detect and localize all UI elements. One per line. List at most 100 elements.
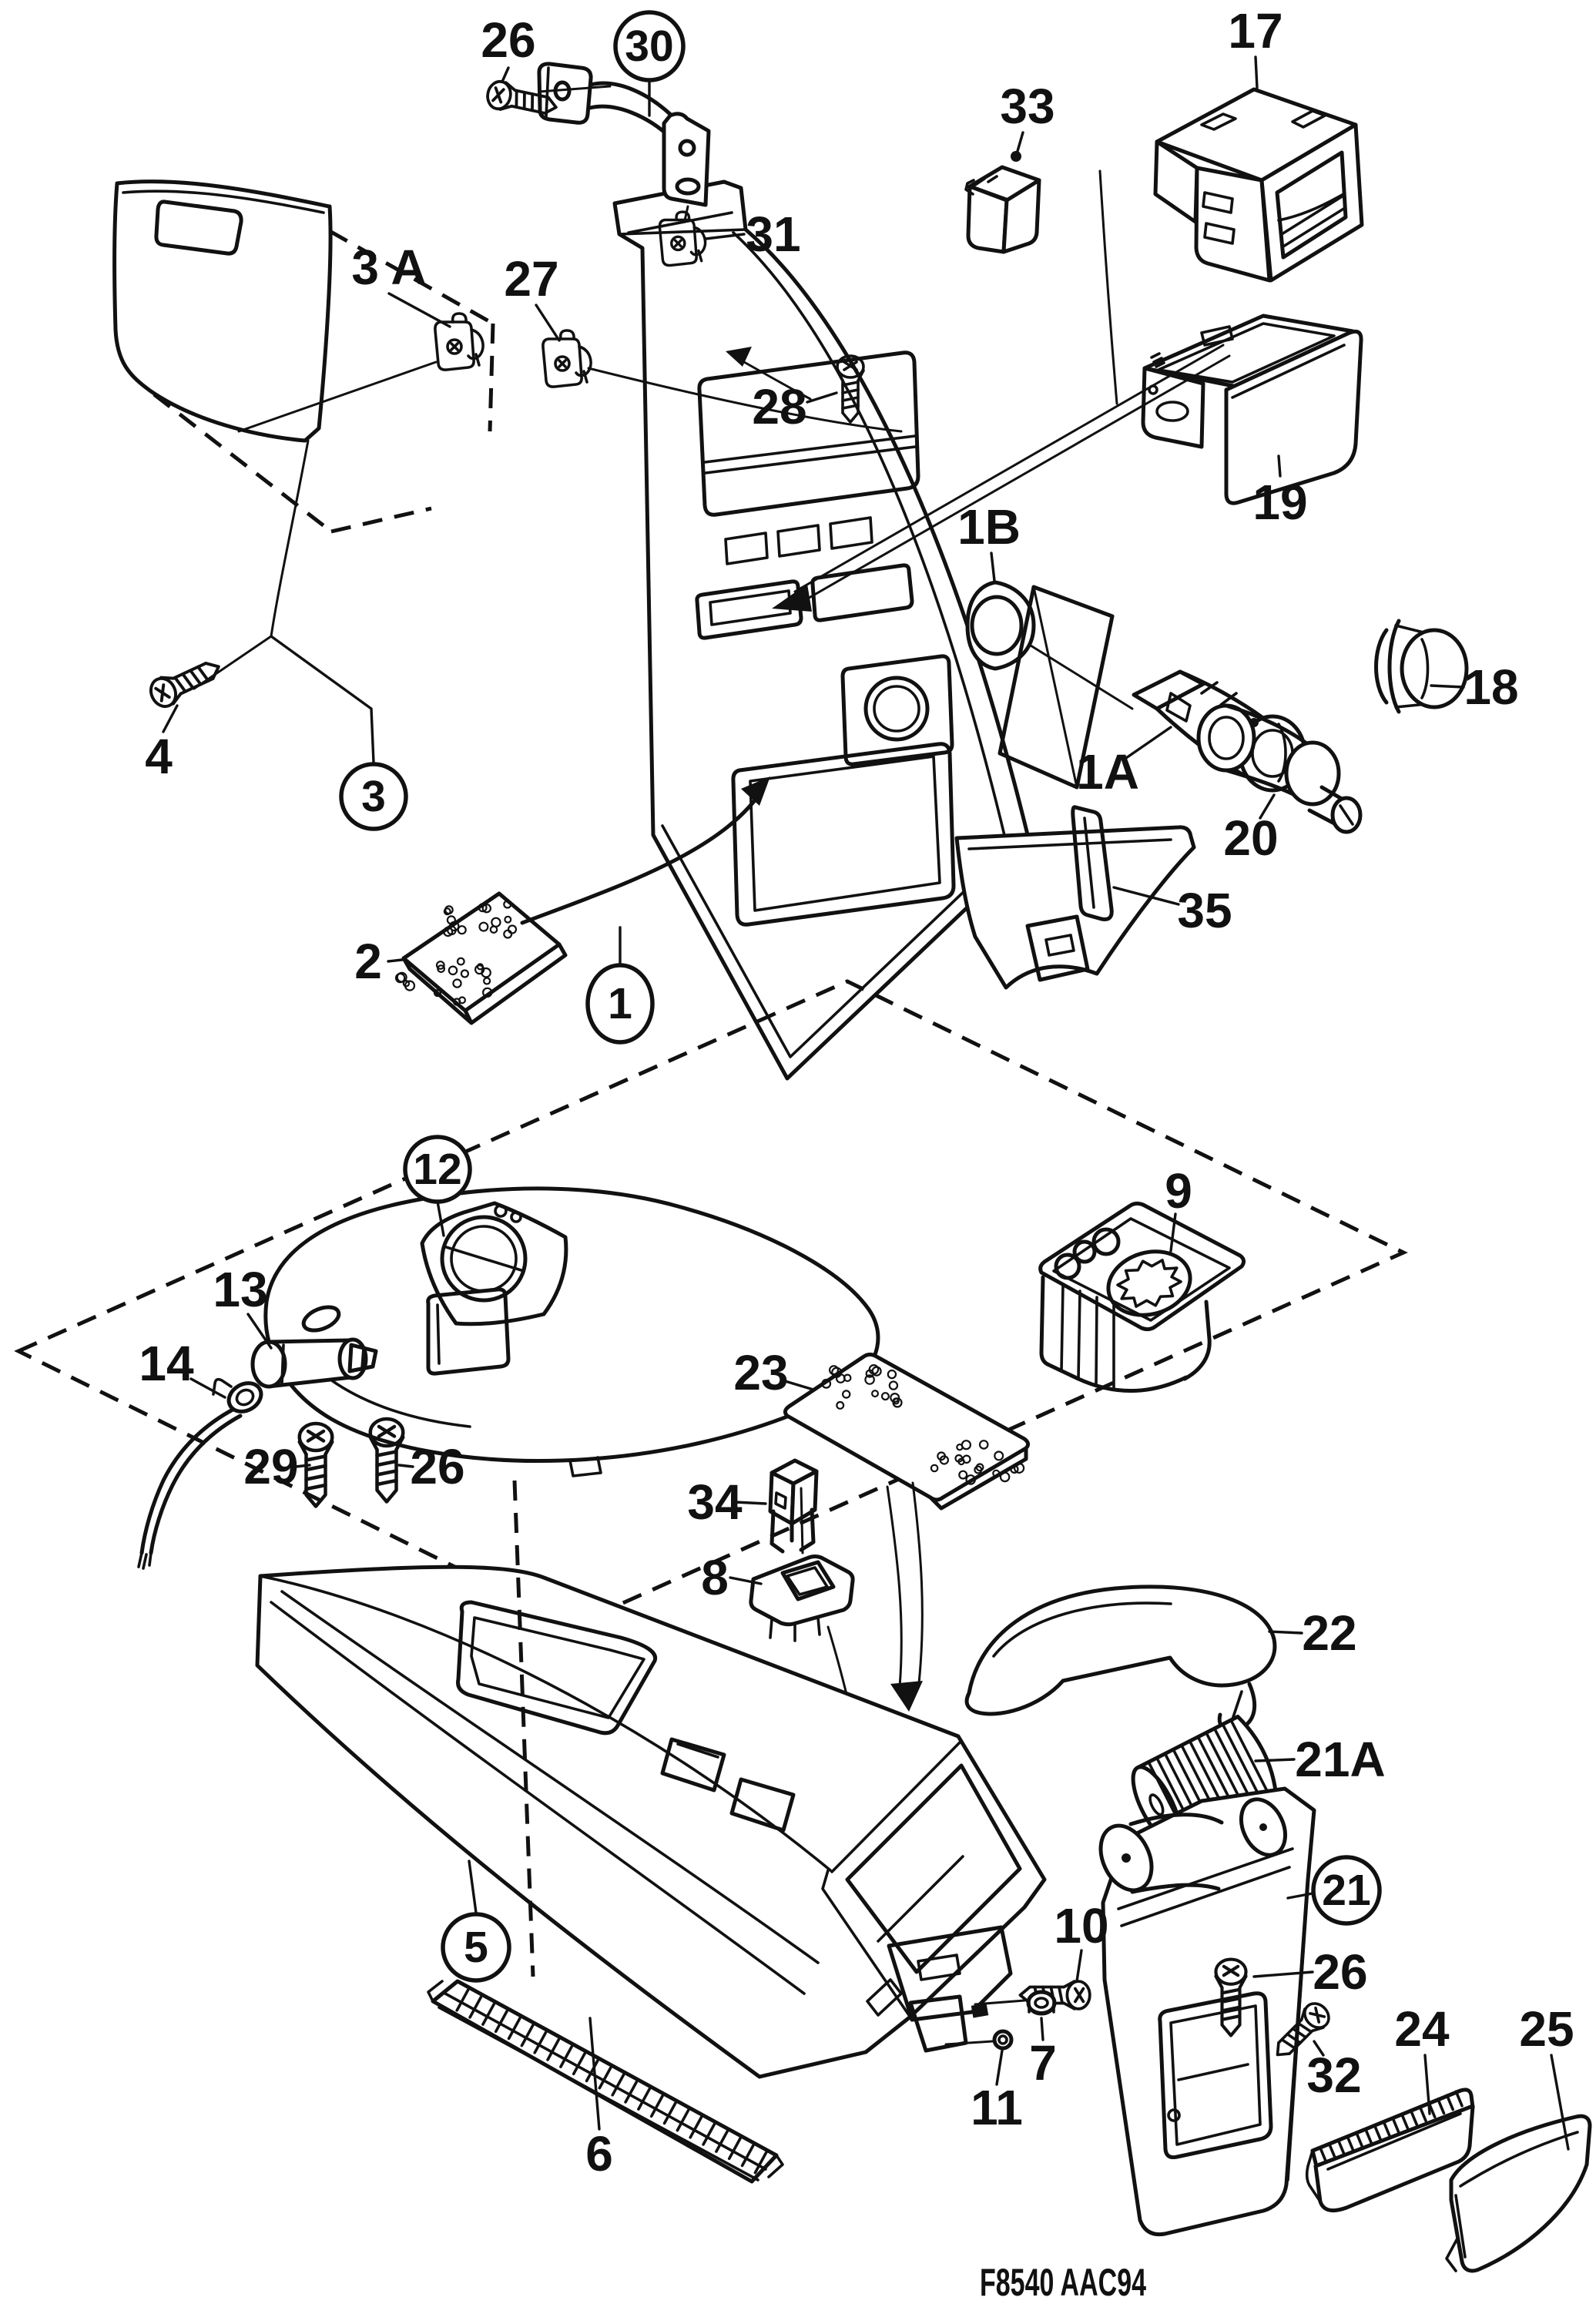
line-art (510, 1211, 522, 1223)
callout-10: 10 (1054, 1898, 1109, 1983)
line-art (442, 926, 454, 937)
line-art (1076, 1300, 1212, 1393)
line-art (189, 1377, 226, 1399)
line-art (122, 189, 325, 214)
callout-9: 9 (1165, 1163, 1192, 1253)
callout-24: 24 (1394, 2001, 1450, 2115)
line-art (504, 915, 512, 924)
callout-label: 32 (1306, 2047, 1361, 2103)
callout-label: 17 (1228, 3, 1282, 59)
line-art (259, 1575, 832, 1872)
part-relay-33 (964, 165, 1041, 254)
lighter-socket-hole (863, 676, 930, 742)
line-art (821, 1855, 964, 2017)
callout-label: 12 (413, 1145, 461, 1194)
line-art (387, 958, 404, 963)
line-art (967, 838, 1172, 850)
line-art (1222, 1724, 1262, 1799)
line-art (250, 1340, 287, 1389)
callout-1A: 1A (1076, 726, 1172, 800)
line-art (613, 10, 686, 82)
screw-4 (145, 652, 226, 713)
line-art (1075, 1949, 1083, 1983)
line-art (443, 907, 451, 916)
line-art (1196, 703, 1256, 773)
callout-5: 5 (441, 1860, 511, 1983)
line-art (404, 980, 416, 991)
line-art (1277, 723, 1287, 783)
line-art (301, 1305, 341, 1333)
line-art (441, 1912, 511, 1983)
line-art (702, 2122, 716, 2146)
grommet-11 (992, 2029, 1014, 2051)
line-art (435, 961, 445, 970)
callout-1B: 1B (957, 499, 1021, 582)
line-art (396, 971, 407, 983)
line-art (994, 1450, 1004, 1461)
part-center-console-front (612, 179, 1196, 1081)
callout-label: 6 (585, 2126, 613, 2182)
line-art (546, 2037, 561, 2061)
callout-18: 18 (1430, 659, 1519, 715)
line-art (821, 1364, 1025, 1485)
line-art (954, 1454, 964, 1463)
callout-2: 2 (354, 934, 404, 989)
line-art (1141, 366, 1205, 449)
line-art (1040, 2017, 1044, 2041)
callout-label: 8 (701, 1550, 729, 1605)
line-art (1029, 644, 1134, 710)
line-art (1364, 2128, 1373, 2145)
line-art (1098, 169, 1118, 405)
line-art (840, 654, 954, 766)
line-art (1339, 804, 1354, 826)
line-art (880, 1392, 890, 1401)
line-art (828, 1365, 839, 1376)
callout-label: 31 (746, 206, 800, 262)
line-art (732, 231, 1012, 863)
line-art (270, 1590, 820, 1995)
line-art (456, 1600, 658, 1736)
line-art (1034, 1997, 1049, 2009)
line-art (403, 1135, 472, 1204)
line-art (1125, 726, 1172, 760)
line-art (1400, 2112, 1410, 2130)
callout-30: 30 (613, 10, 686, 117)
callout-31: 31 (704, 206, 801, 262)
line-art (503, 929, 513, 939)
line-art (263, 1186, 880, 1463)
line-art (1259, 1823, 1267, 1831)
part-bezel-plate (998, 585, 1115, 790)
line-art (1249, 718, 1259, 727)
callout-11: 11 (971, 2049, 1023, 2135)
line-art (845, 1763, 1022, 1974)
line-art (481, 2002, 496, 2026)
callout-label: 25 (1519, 2001, 1574, 2057)
part-drawer-19 (1141, 314, 1363, 505)
line-art (1328, 2142, 1337, 2160)
line-art (1277, 193, 1346, 248)
line-art (255, 1564, 1047, 2079)
callout-19: 19 (1252, 454, 1308, 530)
callout-label: 19 (1252, 475, 1307, 530)
line-art (999, 1471, 1011, 1483)
line-art (568, 1456, 602, 1477)
line-art (709, 589, 792, 626)
line-art (727, 2137, 742, 2161)
line-art (457, 925, 467, 935)
callout-29: 29 (243, 1439, 311, 1494)
line-art (154, 200, 243, 256)
line-art (731, 742, 956, 927)
line-art (1001, 178, 1041, 254)
part-side-panel (112, 179, 495, 690)
line-art (14, 62, 1592, 2273)
part-bezel-8 (749, 1487, 855, 1727)
line-art (1010, 1464, 1019, 1474)
line-art (1200, 109, 1326, 131)
line-art (998, 2034, 1008, 2045)
part-radio-cage-17 (1098, 87, 1364, 405)
callout-4: 4 (145, 704, 179, 784)
line-art (1116, 1259, 1182, 1308)
callout-label: 22 (1302, 1605, 1356, 1661)
line-art (1319, 2090, 1464, 2164)
line-art (678, 139, 696, 157)
